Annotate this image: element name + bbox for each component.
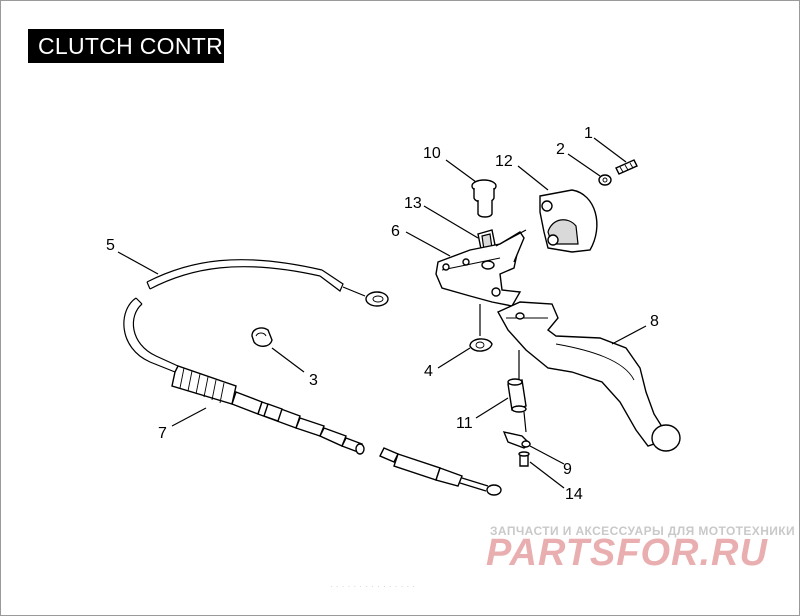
callout-4: 4 xyxy=(424,363,433,380)
part-10-pivot-pin xyxy=(471,179,497,218)
callout-12: 12 xyxy=(495,153,513,170)
title-box: CLUTCH CONTR xyxy=(28,29,224,63)
callout-14: 14 xyxy=(565,486,583,503)
part-4-retaining-clip xyxy=(469,338,493,352)
callout-9: 9 xyxy=(563,461,572,478)
part-7-clutch-cable xyxy=(123,297,502,496)
part-2-washer xyxy=(598,174,612,186)
callout-2: 2 xyxy=(556,141,565,158)
callout-5: 5 xyxy=(106,237,115,254)
callout-13: 13 xyxy=(404,195,422,212)
watermark-footer: · · · · · · · · · · · · · · · xyxy=(330,582,416,591)
leader-lines xyxy=(117,137,647,489)
watermark-tagline: ЗАПЧАСТИ И АКСЕССУАРЫ ДЛЯ МОТОТЕХНИКИ xyxy=(490,524,796,538)
diagram-title: CLUTCH CONTR xyxy=(38,33,224,59)
part-8-clutch-lever xyxy=(497,301,681,452)
callout-1: 1 xyxy=(584,125,593,142)
callout-7: 7 xyxy=(158,425,167,442)
callout-8: 8 xyxy=(650,313,659,330)
callout-10: 10 xyxy=(423,145,441,162)
callout-3: 3 xyxy=(309,372,318,389)
part-14-screw xyxy=(518,451,530,467)
part-9-lever-clip xyxy=(502,431,532,449)
part-12-clamp xyxy=(539,189,598,253)
callout-11: 11 xyxy=(456,415,473,432)
watermark-logo: PARTSFOR.RU xyxy=(486,532,768,574)
part-11-pin xyxy=(507,378,527,413)
part-1-screw xyxy=(615,159,638,175)
part-6-lever-bracket xyxy=(435,231,525,307)
part-3-cable-clip xyxy=(251,327,273,347)
callout-6: 6 xyxy=(391,223,400,240)
part-5-cable-sheath xyxy=(146,259,389,307)
